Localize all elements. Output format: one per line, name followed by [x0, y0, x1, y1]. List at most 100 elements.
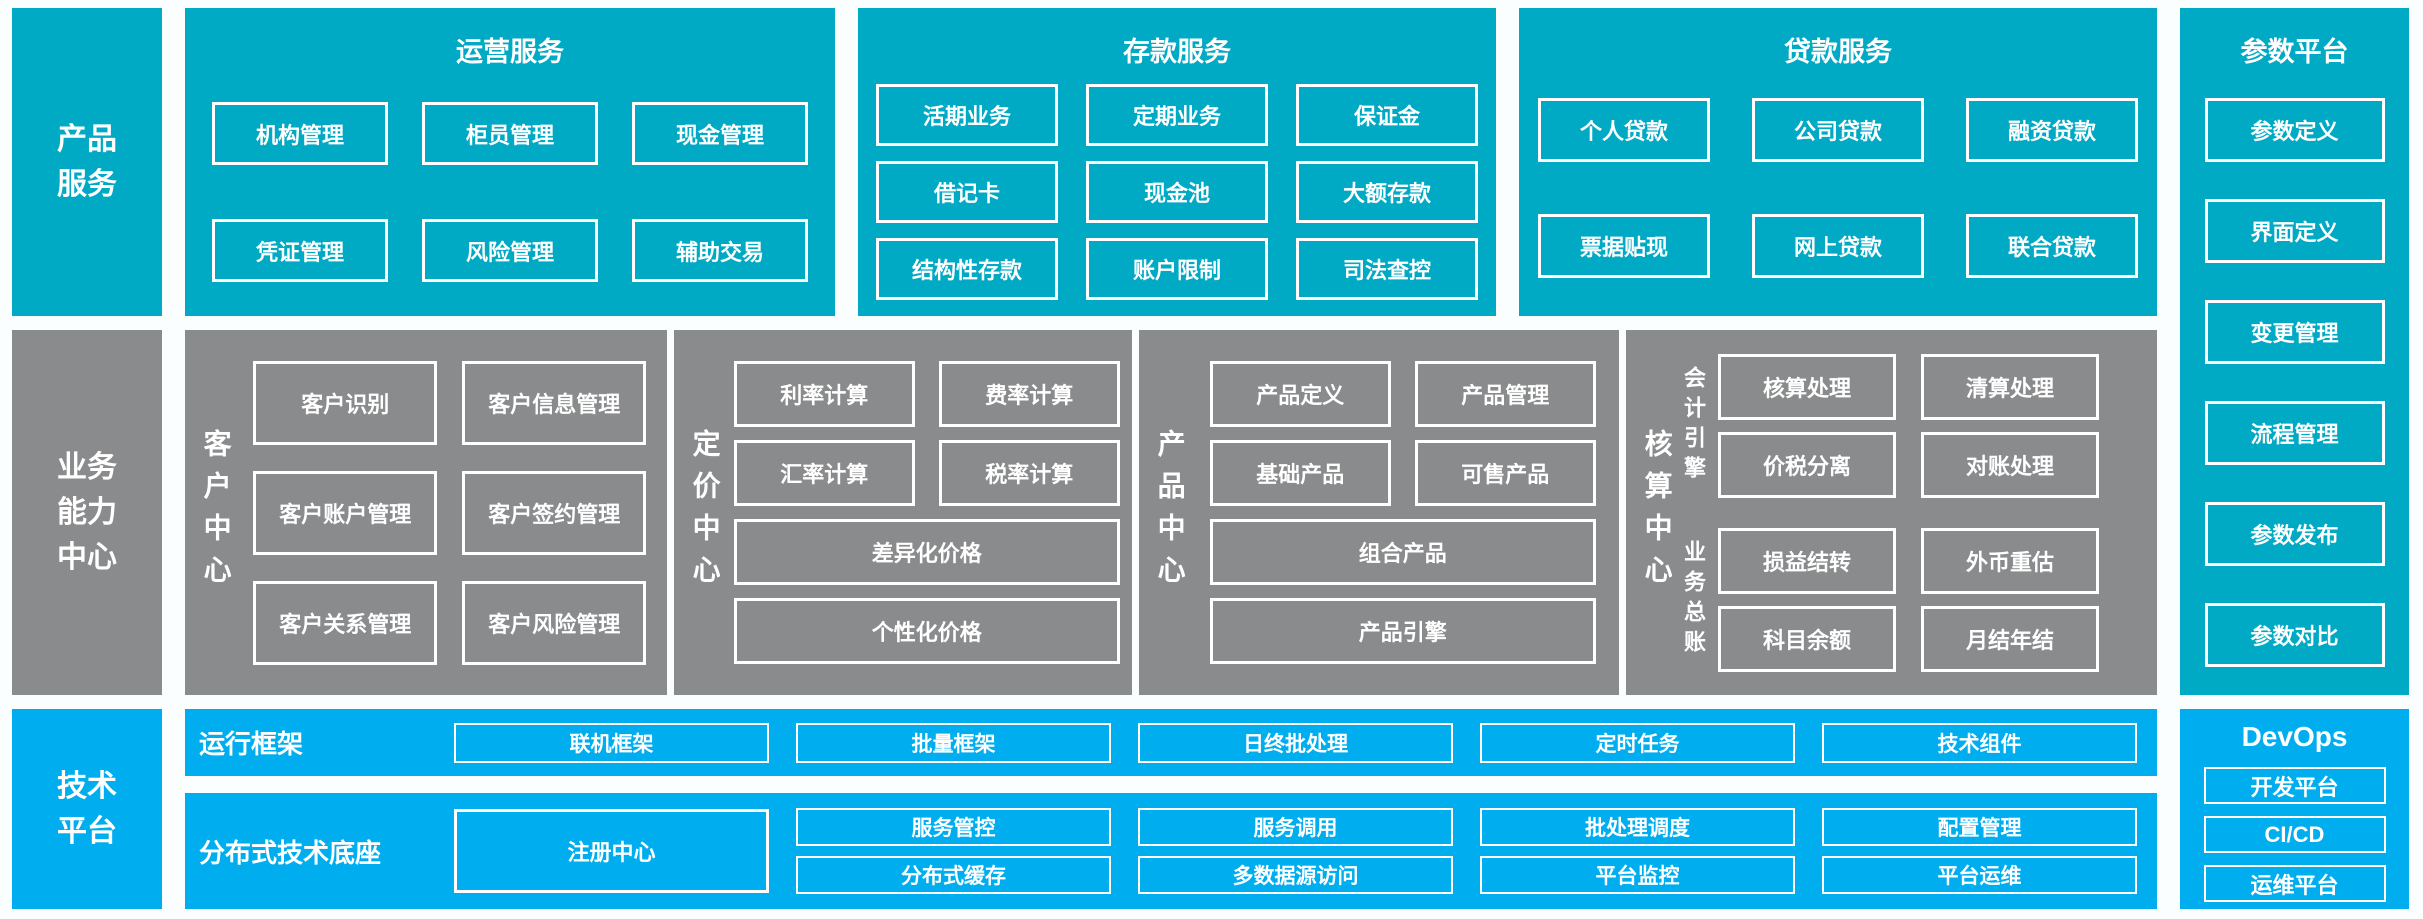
diagram-box: 参数定义 [2204, 98, 2385, 162]
business-ledger-grid: 损益结转 外币重估 科目余额 月结年结 [1717, 527, 2099, 672]
section-title-deposit: 存款服务 [1123, 37, 1231, 67]
accounting-engine-grid: 核算处理 清算处理 价税分离 对账处理 [1717, 353, 2099, 498]
band-label-business-capability-center: 业务 能力 中心 [12, 330, 162, 695]
diagram-box: 外币重估 [1920, 527, 2099, 594]
section-title-parameter-platform: 参数平台 [2240, 37, 2349, 67]
diagram-box: 税率计算 [938, 440, 1120, 506]
diagram-box: CI/CD [2203, 816, 2386, 853]
diagram-box: 配置管理 [1822, 808, 2137, 846]
section-title-product-center: 产品中心 [1154, 428, 1186, 597]
diagram-box: 客户识别 [253, 360, 438, 445]
diagram-box: 定时任务 [1480, 722, 1795, 763]
accounting-group-engine: 会计引擎 核算处理 清算处理 价税分离 对账处理 [1680, 353, 2157, 498]
section-title-operations: 运营服务 [456, 37, 564, 67]
diagram-box: 柜员管理 [422, 102, 598, 165]
section-title-accounting-center: 核算中心 [1641, 428, 1673, 597]
diagram-box: 损益结转 [1717, 527, 1896, 594]
diagram-box: 日终批处理 [1138, 722, 1453, 763]
diagram-box: 现金池 [1086, 161, 1268, 223]
deposit-grid: 活期业务 定期业务 保证金 借记卡 现金池 大额存款 结构性存款 账户限制 司法… [858, 84, 1496, 300]
diagram-box: 风险管理 [422, 219, 598, 282]
diagram-box: 核算处理 [1717, 353, 1896, 420]
diagram-box: 对账处理 [1920, 431, 2099, 498]
diagram-box: 费率计算 [938, 361, 1120, 427]
diagram-box: 保证金 [1296, 84, 1478, 146]
parameter-platform-boxes: 参数定义 界面定义 变更管理 流程管理 参数发布 参数对比 [2204, 98, 2385, 667]
group-label-business-ledger: 业务总账 [1680, 539, 1706, 660]
diagram-box: 服务调用 [1138, 808, 1453, 846]
diagram-box: 客户签约管理 [462, 470, 647, 555]
diagram-box: 联机框架 [454, 722, 769, 763]
diagram-box: 活期业务 [876, 84, 1058, 146]
band-label-product-services: 产品 服务 [12, 8, 162, 316]
diagram-box: 产品管理 [1414, 361, 1596, 427]
diagram-box: 公司贷款 [1752, 98, 1924, 162]
diagram-box: 分布式缓存 [796, 856, 1111, 894]
diagram-box: 批处理调度 [1480, 808, 1795, 846]
diagram-box: 基础产品 [1209, 440, 1391, 506]
diagram-box: 科目余额 [1717, 605, 1896, 672]
diagram-box: 清算处理 [1920, 353, 2099, 420]
distributed-tech-base-grid: 服务管控 服务调用 批处理调度 配置管理 分布式缓存 多数据源访问 平台监控 平… [796, 808, 2137, 894]
diagram-box: 服务管控 [796, 808, 1111, 846]
diagram-box: 流程管理 [2204, 401, 2385, 465]
diagram-box: 多数据源访问 [1138, 856, 1453, 894]
diagram-box: 差异化价格 [733, 519, 1120, 585]
business-capability-band: 客户中心 客户识别 客户信息管理 客户账户管理 客户签约管理 客户关系管理 客户… [185, 330, 2157, 695]
diagram-box: 汇率计算 [733, 440, 915, 506]
section-title-runtime-framework: 运行框架 [199, 729, 304, 759]
diagram-box: 辅助交易 [632, 219, 808, 282]
section-title-devops: DevOps [2241, 721, 2348, 752]
diagram-box: 组合产品 [1209, 519, 1596, 585]
section-product-center: 产品中心 产品定义 产品管理 基础产品 可售产品 组合产品 产品引擎 [1139, 330, 1619, 695]
diagram-box: 凭证管理 [212, 219, 388, 282]
pricing-center-grid: 利率计算 费率计算 汇率计算 税率计算 差异化价格 个性化价格 [722, 330, 1132, 695]
customer-center-grid: 客户识别 客户信息管理 客户账户管理 客户签约管理 客户关系管理 客户风险管理 [233, 330, 667, 695]
diagram-box: 票据贴现 [1538, 214, 1710, 278]
diagram-box: 产品定义 [1209, 361, 1391, 427]
diagram-box: 客户信息管理 [462, 360, 647, 445]
section-devops: DevOps 开发平台 CI/CD 运维平台 [2180, 709, 2409, 909]
diagram-box: 机构管理 [212, 102, 388, 165]
diagram-box: 个人贷款 [1538, 98, 1710, 162]
diagram-box: 价税分离 [1717, 431, 1896, 498]
diagram-box: 产品引擎 [1209, 598, 1596, 664]
diagram-box: 利率计算 [733, 361, 915, 427]
section-deposit-services: 存款服务 活期业务 定期业务 保证金 借记卡 现金池 大额存款 结构性存款 账户… [858, 8, 1496, 316]
registry-center-box: 注册中心 [454, 809, 769, 893]
section-loan-services: 贷款服务 个人贷款 公司贷款 融资贷款 票据贴现 网上贷款 联合贷款 [1519, 8, 2157, 316]
diagram-box: 开发平台 [2203, 767, 2386, 804]
diagram-box: 月结年结 [1920, 605, 2099, 672]
diagram-box: 技术组件 [1822, 722, 2137, 763]
diagram-box: 运维平台 [2203, 865, 2386, 902]
diagram-box: 客户账户管理 [253, 470, 438, 555]
diagram-box: 借记卡 [876, 161, 1058, 223]
diagram-box: 可售产品 [1414, 440, 1596, 506]
diagram-box: 联合贷款 [1966, 214, 2138, 278]
band-label-technology-platform: 技术 平台 [12, 709, 162, 909]
group-label-accounting-engine: 会计引擎 [1680, 365, 1706, 486]
accounting-group-ledger: 业务总账 损益结转 外币重估 科目余额 月结年结 [1680, 527, 2157, 672]
diagram-box: 个性化价格 [733, 598, 1120, 664]
diagram-box: 账户限制 [1086, 238, 1268, 300]
diagram-box: 批量框架 [796, 722, 1111, 763]
diagram-box: 参数发布 [2204, 502, 2385, 566]
devops-boxes: 开发平台 CI/CD 运维平台 [2203, 767, 2386, 902]
section-title-customer-center: 客户中心 [200, 428, 232, 597]
loan-grid: 个人贷款 公司贷款 融资贷款 票据贴现 网上贷款 联合贷款 [1519, 98, 2157, 278]
diagram-box: 客户关系管理 [253, 580, 438, 665]
product-services-band: 运营服务 机构管理 柜员管理 现金管理 凭证管理 风险管理 辅助交易 存款服务 … [185, 8, 2157, 316]
diagram-box: 参数对比 [2204, 603, 2385, 667]
section-pricing-center: 定价中心 利率计算 费率计算 汇率计算 税率计算 差异化价格 个性化价格 [674, 330, 1132, 695]
diagram-box: 变更管理 [2204, 300, 2385, 364]
section-operations-services: 运营服务 机构管理 柜员管理 现金管理 凭证管理 风险管理 辅助交易 [185, 8, 835, 316]
section-title-distributed-tech-base: 分布式技术底座 [199, 837, 382, 868]
section-customer-center: 客户中心 客户识别 客户信息管理 客户账户管理 客户签约管理 客户关系管理 客户… [185, 330, 667, 695]
diagram-box: 融资贷款 [1966, 98, 2138, 162]
diagram-box: 大额存款 [1296, 161, 1478, 223]
diagram-box: 界面定义 [2204, 199, 2385, 263]
diagram-box: 现金管理 [632, 102, 808, 165]
section-parameter-platform: 参数平台 参数定义 界面定义 变更管理 流程管理 参数发布 参数对比 [2180, 8, 2409, 695]
diagram-box: 客户风险管理 [462, 580, 647, 665]
